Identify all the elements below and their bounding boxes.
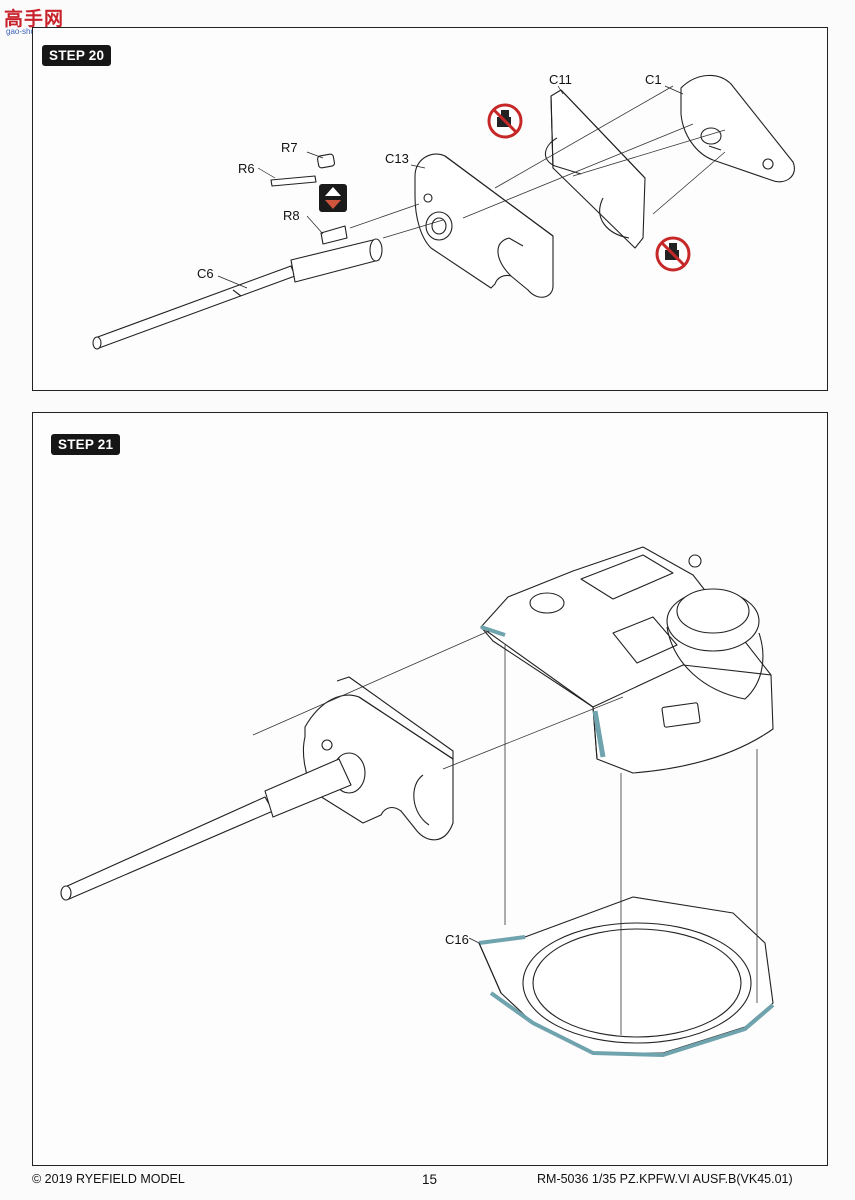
part-r6 (270, 175, 317, 187)
part-c16-ring (478, 896, 775, 1057)
footer-copyright: © 2019 RYEFIELD MODEL (32, 1172, 185, 1186)
page-number: 15 (422, 1172, 438, 1187)
footer-product: RM-5036 1/35 PZ.KPFW.VI AUSF.B(VK45.01) (537, 1172, 793, 1186)
label-c16: C16 (445, 932, 469, 947)
part-c13-mantlet (414, 153, 554, 298)
step-21-title: STEP 21 (51, 434, 121, 455)
label-r8: R8 (283, 208, 300, 223)
step-21-panel: STEP 21 (32, 412, 828, 1166)
label-r6: R6 (238, 161, 255, 176)
label-c13: C13 (385, 151, 409, 166)
watermark-logo: 高手网 gao-shou.com (4, 4, 74, 38)
turret-body (480, 546, 774, 774)
no-glue-icon (487, 103, 523, 139)
label-c1: C1 (645, 72, 662, 87)
watermark-url: gao-shou.com (6, 27, 57, 36)
step-20-title: STEP 20 (42, 45, 112, 66)
step-20-drawing: C11 C1 R7 R6 C13 R8 C6 (92, 72, 795, 350)
step-21-drawing: C16 (60, 546, 775, 1057)
turret-barrel (60, 758, 352, 901)
part-r8 (320, 225, 348, 245)
step-20-panel: STEP 20 (32, 27, 828, 391)
no-glue-icon (655, 236, 691, 272)
part-c6-barrel (92, 238, 383, 350)
label-c11: C11 (549, 72, 572, 87)
movable-part-icon (319, 184, 347, 212)
part-c11-frame (544, 89, 646, 249)
turret-mantlet (302, 676, 454, 841)
part-r7 (317, 153, 335, 169)
part-c1 (680, 74, 795, 183)
label-r7: R7 (281, 140, 298, 155)
label-c6: C6 (197, 266, 214, 281)
watermark-brand: 高手网 (4, 8, 65, 30)
